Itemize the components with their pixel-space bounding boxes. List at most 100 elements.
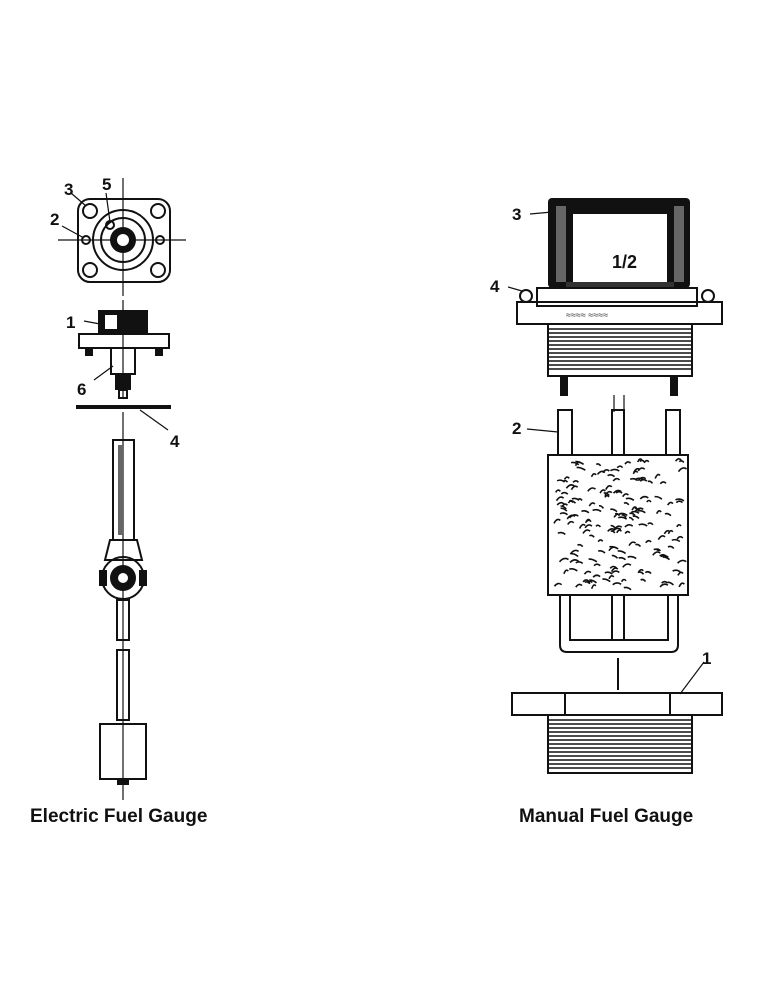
cork-speck [609,468,620,472]
cork-speck [675,500,684,504]
cork-speck [639,495,649,500]
cork-speck [611,554,619,559]
cork-speck [610,567,619,573]
cork-speck [584,518,591,524]
cork-speck [620,578,627,583]
cork-speck [562,479,569,483]
cork-speck [555,489,561,493]
cork-speck [629,512,636,516]
manual-gauge-caption: Manual Fuel Gauge [519,806,694,827]
cork-speck [617,550,627,555]
gasket [76,405,171,409]
cork-speck [657,535,666,541]
cork-speck [588,502,596,507]
cork-speck [660,554,669,558]
cork-speck [615,490,623,494]
mounting-flange: ≈≈≈≈ ≈≈≈≈ [516,287,723,325]
cork-speck [629,477,639,482]
cork-speck [569,549,580,555]
cork-speck [587,487,596,492]
cork-speck [638,523,648,527]
cork-speck [599,489,606,494]
cork-speck [637,568,644,574]
cork-speck [622,563,632,568]
cork-speck [588,534,595,538]
float-guide [557,376,681,456]
cork-speck [637,476,647,482]
cork-speck [604,571,613,575]
sight-glass: 1/2 [548,198,690,288]
cork-speck [565,484,575,489]
cork-speck [622,493,629,498]
cork-speck [584,524,593,529]
cork-speck [611,570,620,574]
cork-speck [678,459,685,464]
cork-speck [560,507,568,512]
cork-speck [637,467,646,472]
cork-speck [678,582,686,588]
cork-speck [592,508,602,513]
cork-float [547,454,689,596]
cork-speck [667,581,674,586]
cork-speck [624,530,631,535]
cork-speck [634,507,644,513]
cork-speck [597,539,604,543]
cork-speck [643,459,650,464]
cork-speck [618,516,628,520]
cork-speck [635,543,642,548]
cork-speck [674,458,682,462]
cork-speck [569,559,579,564]
cork-speck [577,543,584,548]
cork-speck [655,548,662,552]
cork-speck [567,520,575,525]
cork-speck [607,474,616,478]
cork-speck [598,504,605,509]
cork-speck [604,490,613,497]
cork-speck [644,570,652,575]
cork-speck [578,523,586,529]
cork-speck [616,465,624,469]
cork-speck [605,484,613,490]
cork-speck [590,584,597,590]
cork-speck [569,568,578,572]
cork-speck [632,470,639,475]
cork-speck [652,551,661,556]
cork-speck [595,524,602,528]
cork-speck [584,580,591,585]
cork-speck [647,480,654,484]
cork-speck [581,510,590,514]
electric-fuel-gauge [58,178,186,800]
cork-speck [575,583,583,588]
cork-speck [589,579,598,584]
manual-callout-1: 1 [702,649,711,668]
cork-speck [628,541,637,547]
cork-speck [667,529,674,535]
cork-speck [608,546,618,552]
cork-speck [631,506,638,511]
cork-speck [553,518,561,524]
cork-speck [608,574,615,580]
electric-callout-5: 5 [102,175,111,194]
cork-speck [677,467,688,473]
cork-speck [596,470,606,475]
cork-speck [553,582,563,587]
cork-speck [624,524,634,528]
flange-marking: ≈≈≈≈ ≈≈≈≈ [566,310,608,320]
cork-speck [659,583,669,588]
cork-speck [663,529,671,535]
cork-speck [612,477,621,482]
cork-speck [646,499,652,503]
cork-speck [560,491,569,495]
cork-speck [623,502,630,506]
cork-speck [610,530,616,534]
cork-speck [671,538,681,543]
cork-speck [655,510,662,515]
cork-speck [634,477,644,481]
cork-speck [613,525,623,531]
cork-speck [558,557,569,563]
cork-speck [616,529,623,534]
electric-callout-2: 2 [50,210,59,229]
cork-speck [604,494,610,498]
cork-speck [654,495,663,500]
cork-speck [662,556,671,561]
